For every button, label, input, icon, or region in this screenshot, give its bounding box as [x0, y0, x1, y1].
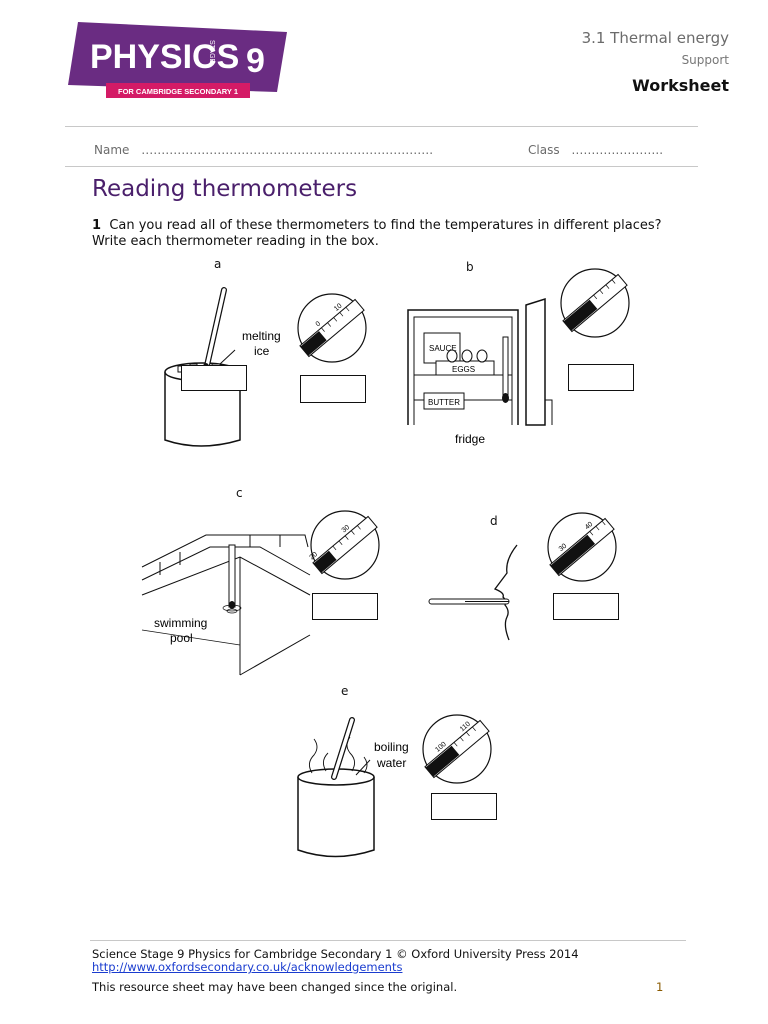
logo-number: 9	[246, 42, 265, 80]
figure-d-mouth: 30 40	[428, 512, 617, 641]
answer-box-a-2[interactable]	[300, 375, 366, 403]
figure-a-scale-0: 0	[315, 320, 323, 328]
figure-b-sauce: SAUCE	[429, 344, 457, 353]
answer-box-d[interactable]	[553, 593, 619, 620]
doc-type-label: Worksheet	[632, 76, 729, 95]
figure-c-caption-1: swimming	[154, 616, 207, 630]
level-label: Support	[681, 53, 729, 67]
physics-stage9-logo: PHYSICS STAGE 9 FOR CAMBRIDGE SECONDARY …	[68, 22, 287, 98]
footer-link-wrap: http://www.oxfordsecondary.co.uk/acknowl…	[92, 960, 402, 974]
figure-b-eggs: EGGS	[452, 365, 475, 374]
figure-c-swimming-pool: swimming pool 20 30	[141, 510, 380, 676]
question-text-line1: Can you read all of these thermometers t…	[109, 218, 662, 233]
name-field[interactable]: Name ……………………………………………………………….	[94, 143, 433, 157]
question-1: 1 Can you read all of these thermometers…	[92, 218, 692, 250]
question-text-line2: Write each thermometer reading in the bo…	[92, 234, 379, 249]
topic-heading: 3.1 Thermal energy	[581, 29, 729, 47]
figure-b-butter: BUTTER	[428, 398, 460, 407]
footer-notice: This resource sheet may have been change…	[92, 980, 458, 994]
figure-b-caption: fridge	[455, 432, 485, 446]
figure-d-letter: d	[490, 514, 498, 528]
figure-a-caption-2: ice	[254, 344, 270, 358]
class-label: Class	[528, 143, 560, 157]
page-number: 1	[656, 980, 664, 994]
logo-stage-text: STAGE	[208, 40, 215, 64]
logo-main-text: PHYSICS	[90, 38, 239, 76]
answer-box-a-1[interactable]	[181, 365, 247, 391]
page-title: Reading thermometers	[92, 176, 358, 202]
figure-e-boiling-water: boiling water 100 110	[297, 714, 492, 858]
acknowledgements-link[interactable]: http://www.oxfordsecondary.co.uk/acknowl…	[92, 960, 403, 974]
figure-c-letter: c	[236, 486, 243, 500]
answer-box-c[interactable]	[312, 593, 378, 620]
logo-sub-text: FOR CAMBRIDGE SECONDARY 1	[118, 87, 238, 96]
figure-c-scale-1: 30	[341, 524, 352, 534]
figure-e-caption-2: water	[376, 756, 406, 770]
header-divider	[65, 126, 698, 127]
name-dots: ……………………………………………………………….	[141, 143, 434, 157]
figure-b-letter: b	[466, 260, 474, 274]
figure-e-caption-1: boiling	[374, 740, 409, 754]
footer-divider	[90, 940, 686, 941]
figure-b-fridge: SAUCE EGGS BUTTER fridge	[407, 268, 630, 446]
figure-c-caption-2: pool	[170, 631, 193, 645]
answer-box-e[interactable]	[431, 793, 497, 820]
figure-c-scale-0: 20	[309, 551, 320, 561]
name-label: Name	[94, 143, 130, 157]
figure-a-caption-1: melting	[242, 329, 281, 343]
figure-a-scale-1: 10	[333, 302, 344, 312]
figure-d-scale-0: 30	[558, 543, 569, 553]
class-dots: …………………..	[571, 143, 664, 157]
question-number: 1	[92, 218, 102, 233]
figure-d-scale-1: 40	[584, 521, 595, 531]
footer-credit: Science Stage 9 Physics for Cambridge Se…	[92, 947, 579, 961]
fields-divider	[65, 166, 698, 167]
figure-a-letter: a	[214, 257, 222, 271]
answer-box-b[interactable]	[568, 364, 634, 391]
figure-e-letter: e	[341, 684, 349, 698]
class-field[interactable]: Class …………………..	[528, 143, 663, 157]
